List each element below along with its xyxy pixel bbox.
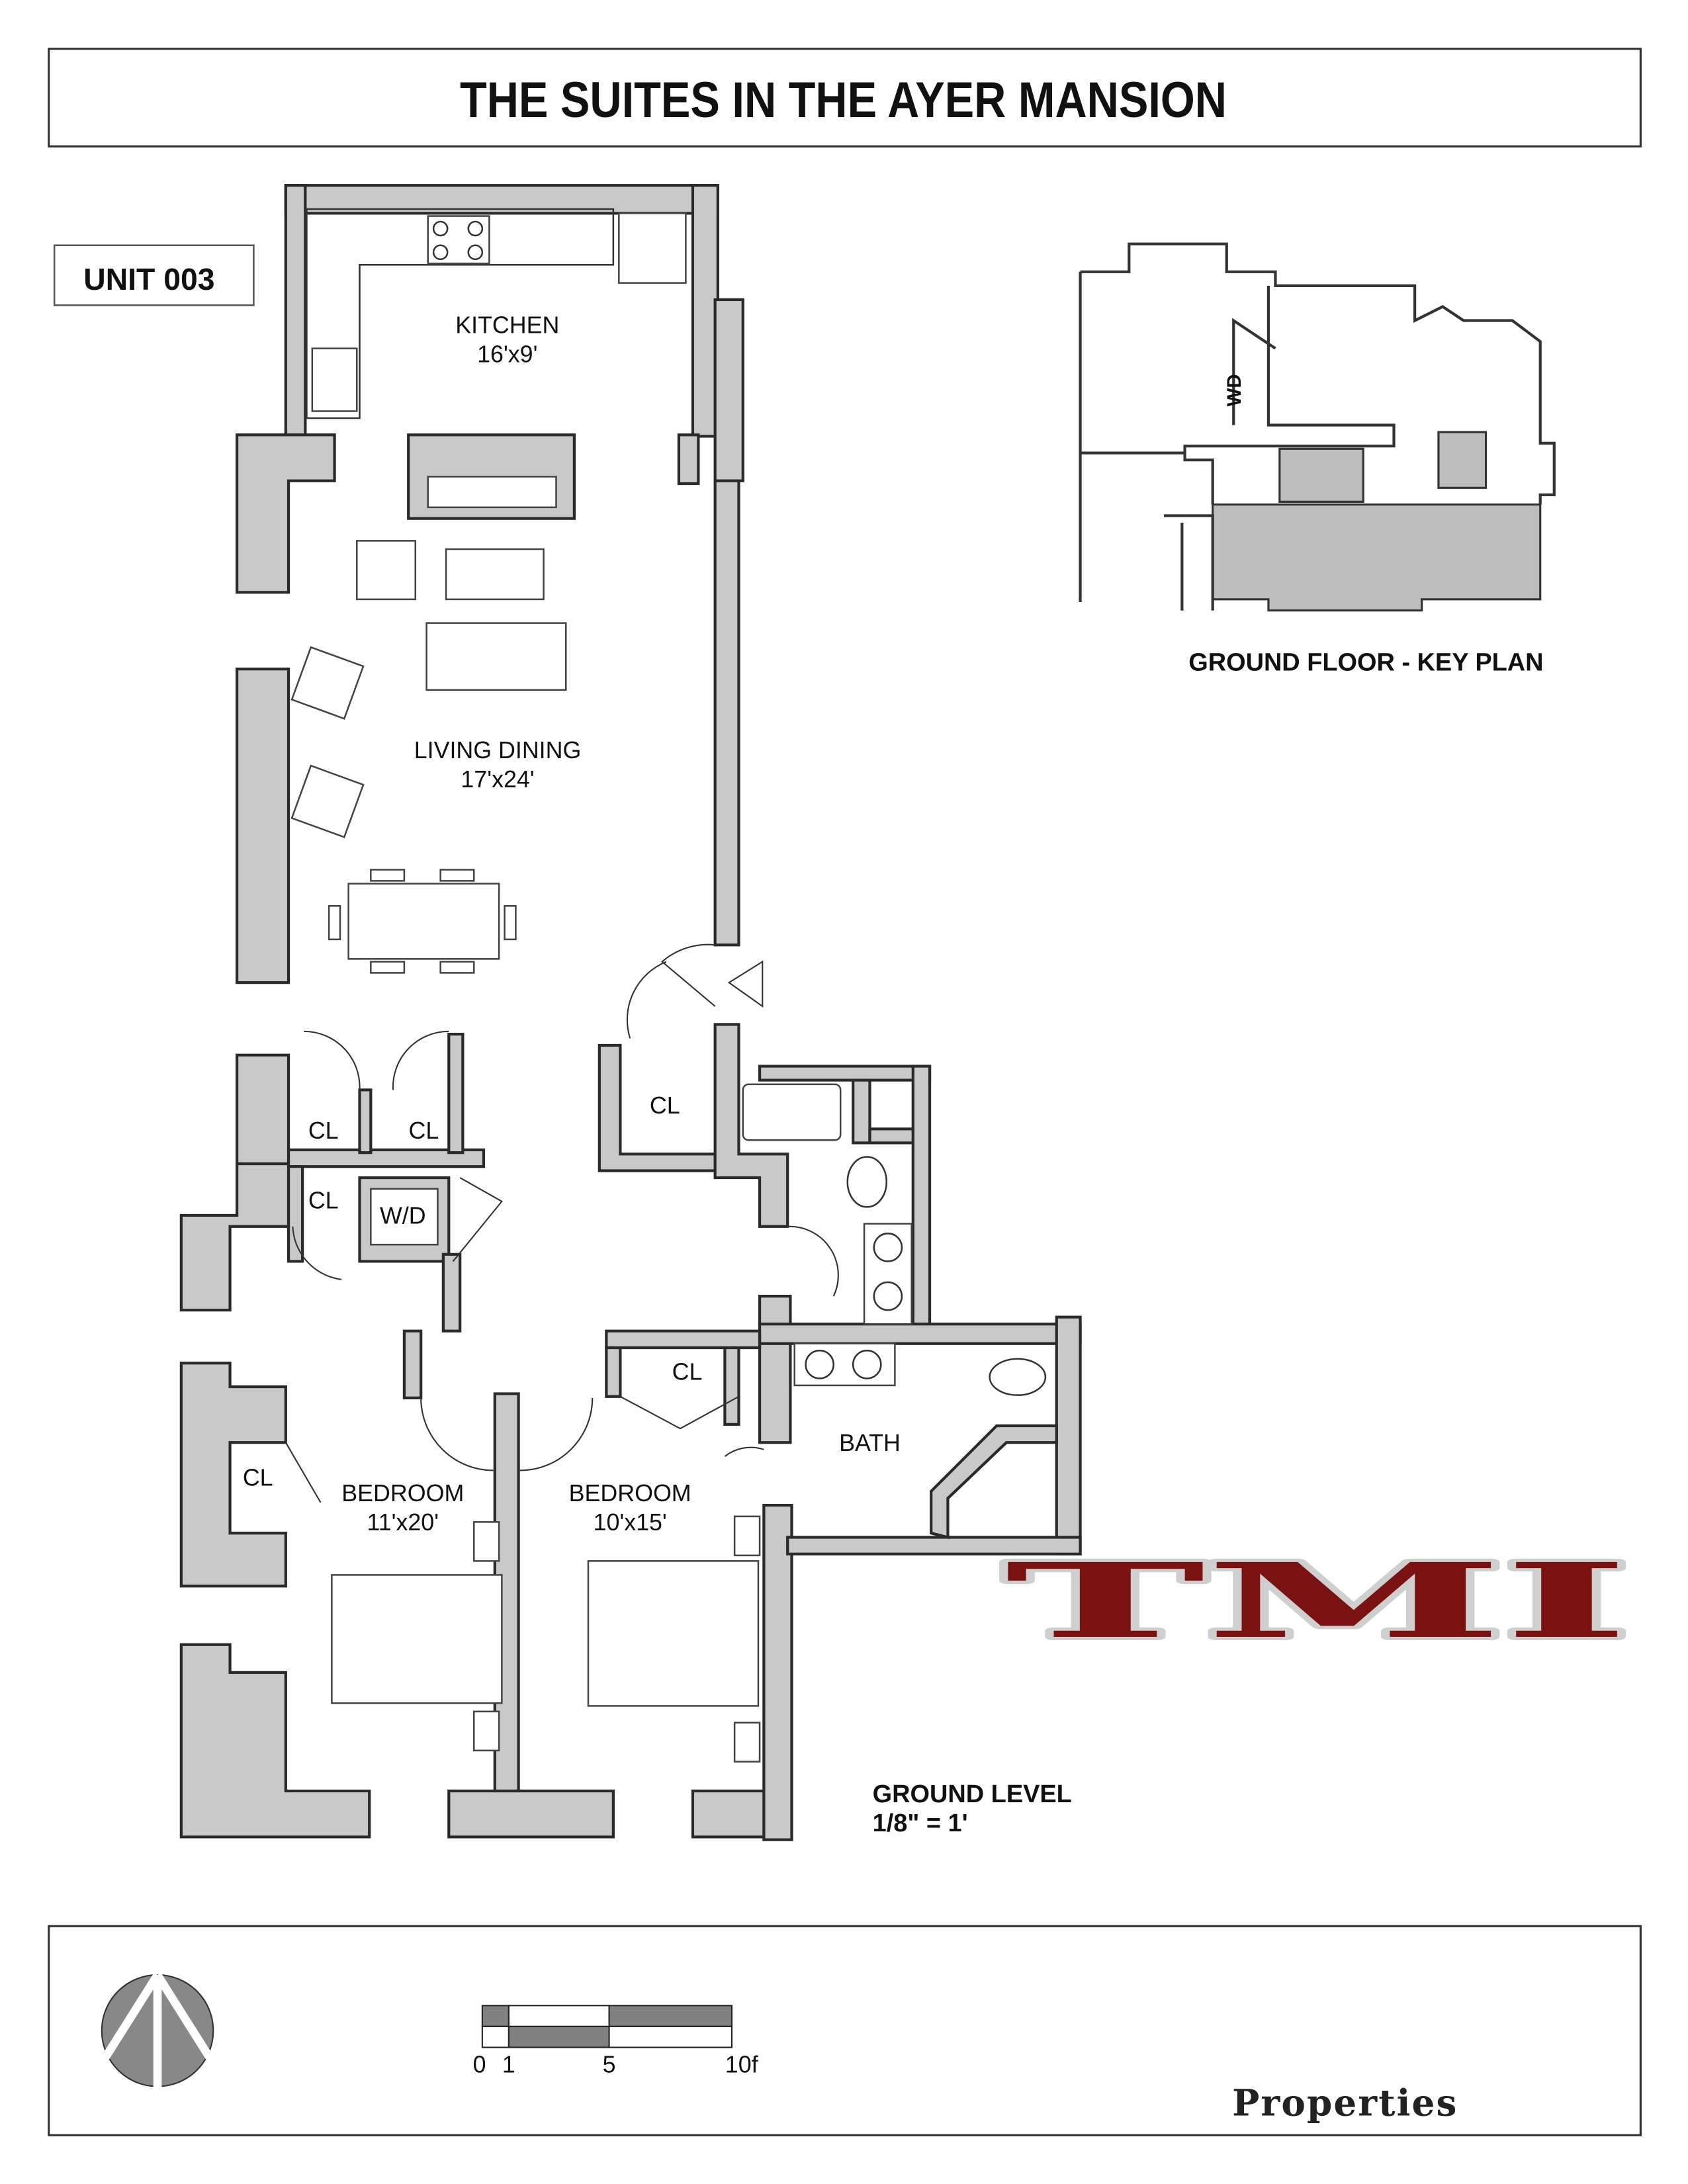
unit-label: UNIT 003 <box>83 262 214 296</box>
living-label: LIVING DINING <box>414 737 582 764</box>
scale-bar: 0 1 5 10f <box>473 2005 758 2077</box>
bedroom1-dims: 11'x20' <box>367 1509 439 1536</box>
bedroom1-label: BEDROOM <box>341 1480 464 1507</box>
logo-letters: TMI <box>1005 1540 1630 1661</box>
north-arrow-icon <box>97 1972 218 2091</box>
unit-box <box>53 244 255 306</box>
level-name: GROUND LEVEL <box>873 1780 1072 1808</box>
kitchen-label: KITCHEN <box>455 312 559 338</box>
closet-label: CL <box>308 1187 339 1213</box>
scale-tick: 5 <box>603 2051 616 2077</box>
logo-sub: Properties <box>1232 2082 1458 2124</box>
title-box <box>48 48 1642 148</box>
bedroom2-label: BEDROOM <box>569 1480 691 1507</box>
level-scale: 1/8" = 1' <box>873 1810 968 1837</box>
closet-label: CL <box>243 1465 273 1491</box>
bedroom2-dims: 10'x15' <box>594 1509 667 1536</box>
living-dims: 17'x24' <box>461 766 534 793</box>
closet-label: CL <box>672 1358 703 1385</box>
laundry-label: W/D <box>380 1203 426 1229</box>
tmi-logo: TMI Properties <box>1000 1535 1635 2124</box>
kitchen-dims: 16'x9' <box>477 341 537 368</box>
closet-label: CL <box>409 1117 439 1144</box>
fixtures <box>285 208 1047 1763</box>
footer-box <box>48 1925 1642 2136</box>
scale-tick: 1 <box>502 2051 515 2077</box>
scale-tick: 0 <box>473 2051 486 2077</box>
entry-arrow-icon <box>727 960 764 1008</box>
key-plan-wd: WD <box>1223 374 1245 406</box>
closet-label: CL <box>308 1117 339 1144</box>
closet-label: CL <box>650 1092 680 1119</box>
page-title: THE SUITES IN THE AYER MANSION <box>460 72 1227 128</box>
bath-label: BATH <box>839 1430 901 1456</box>
scale-tick: 10f <box>725 2051 758 2077</box>
key-plan-label: GROUND FLOOR - KEY PLAN <box>1188 648 1543 676</box>
key-plan: WD <box>1079 242 1556 612</box>
unit-walls <box>179 184 1082 1841</box>
